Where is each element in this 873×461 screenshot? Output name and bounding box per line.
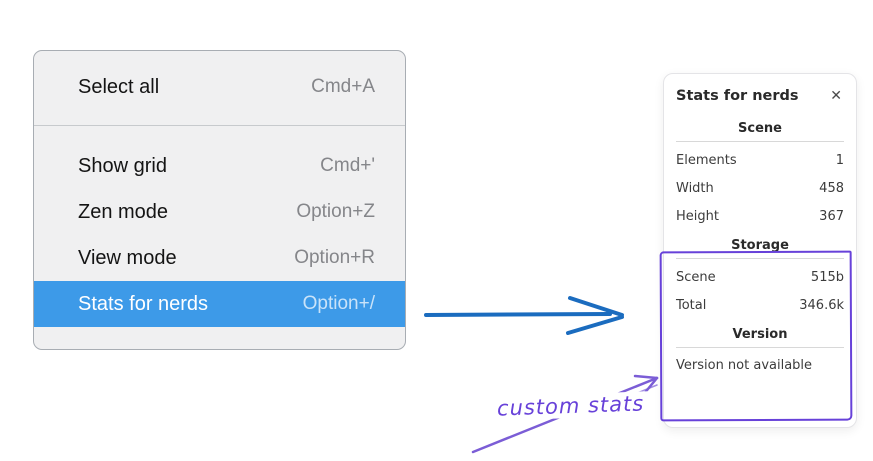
flow-arrow-icon bbox=[424, 296, 624, 335]
stat-value: 515b bbox=[810, 269, 844, 285]
menu-item-shortcut: Cmd+A bbox=[311, 76, 375, 97]
stat-row-height: Height 367 bbox=[676, 202, 844, 230]
scene-section: Scene Elements 1 Width 458 Height 367 bbox=[676, 121, 844, 230]
stats-panel-title: Stats for nerds bbox=[676, 88, 799, 104]
stats-panel: Stats for nerds ✕ Scene Elements 1 Width… bbox=[663, 73, 857, 428]
close-icon[interactable]: ✕ bbox=[830, 88, 842, 104]
menu-item-shortcut: Option+/ bbox=[302, 293, 375, 314]
stat-label: Height bbox=[676, 208, 719, 224]
menu-item-shortcut: Cmd+' bbox=[320, 155, 375, 176]
menu-item-select-all[interactable]: Select all Cmd+A bbox=[34, 64, 405, 110]
annotation-label: custom stats bbox=[491, 391, 650, 421]
stat-label: Elements bbox=[676, 152, 737, 168]
stats-panel-header: Stats for nerds ✕ bbox=[676, 87, 844, 105]
menu-item-view-mode[interactable]: View mode Option+R bbox=[34, 235, 405, 281]
version-note: Version not available bbox=[676, 357, 813, 373]
version-section-heading: Version bbox=[732, 327, 788, 342]
menu-item-label: View mode bbox=[78, 246, 177, 269]
scene-section-heading: Scene bbox=[738, 121, 782, 136]
stat-row-scene-storage: Scene 515b bbox=[676, 263, 844, 291]
menu-item-label: Select all bbox=[78, 75, 160, 98]
version-section: Version Version not available bbox=[676, 327, 844, 378]
stat-label: Width bbox=[676, 180, 714, 196]
stat-value: 1 bbox=[835, 152, 844, 168]
menu-item-shortcut: Option+Z bbox=[296, 201, 375, 222]
section-divider bbox=[676, 141, 844, 142]
stat-row-total-storage: Total 346.6k bbox=[676, 291, 844, 319]
menu-item-label: Show grid bbox=[78, 154, 167, 177]
menu-item-zen-mode[interactable]: Zen mode Option+Z bbox=[34, 189, 405, 235]
menu-item-shortcut: Option+R bbox=[294, 247, 375, 268]
stat-value: 458 bbox=[819, 180, 844, 196]
storage-section-heading: Storage bbox=[731, 238, 789, 253]
stat-label: Scene bbox=[676, 269, 716, 285]
stat-row-elements: Elements 1 bbox=[676, 146, 844, 174]
menu-item-label: Zen mode bbox=[78, 200, 169, 223]
menu-divider bbox=[34, 125, 405, 126]
menu-item-show-grid[interactable]: Show grid Cmd+' bbox=[34, 143, 405, 189]
stat-row-width: Width 458 bbox=[676, 174, 844, 202]
section-divider bbox=[676, 258, 844, 259]
storage-section: Storage Scene 515b Total 346.6k bbox=[676, 238, 844, 319]
menu-item-label: Stats for nerds bbox=[78, 292, 209, 315]
context-menu: Select all Cmd+A Show grid Cmd+' Zen mod… bbox=[33, 50, 406, 350]
menu-item-stats-for-nerds[interactable]: Stats for nerds Option+/ bbox=[34, 281, 405, 327]
stat-value: 346.6k bbox=[799, 297, 844, 313]
stat-value: 367 bbox=[819, 208, 844, 224]
stat-label: Total bbox=[676, 297, 707, 313]
section-divider bbox=[676, 347, 844, 348]
